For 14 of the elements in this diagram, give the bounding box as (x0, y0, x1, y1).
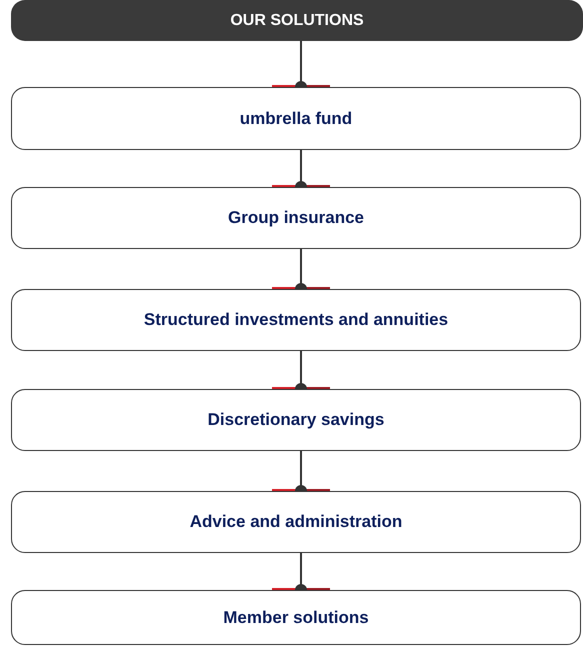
solution-label: Structured investments and annuities (144, 310, 448, 330)
solution-box (11, 87, 581, 150)
solution-box (11, 590, 581, 645)
solution-label: Advice and administration (190, 512, 402, 532)
solution-label: Discretionary savings (208, 410, 384, 430)
solution-box (11, 289, 581, 351)
solution-label: umbrella fund (240, 108, 352, 128)
solution-box (11, 187, 581, 249)
solution-box (11, 491, 581, 553)
solution-box (11, 389, 581, 451)
header-bar (11, 0, 583, 41)
solution-label: Group insurance (228, 208, 364, 228)
solution-label: Member solutions (223, 608, 369, 628)
header-title: OUR SOLUTIONS (230, 12, 364, 30)
